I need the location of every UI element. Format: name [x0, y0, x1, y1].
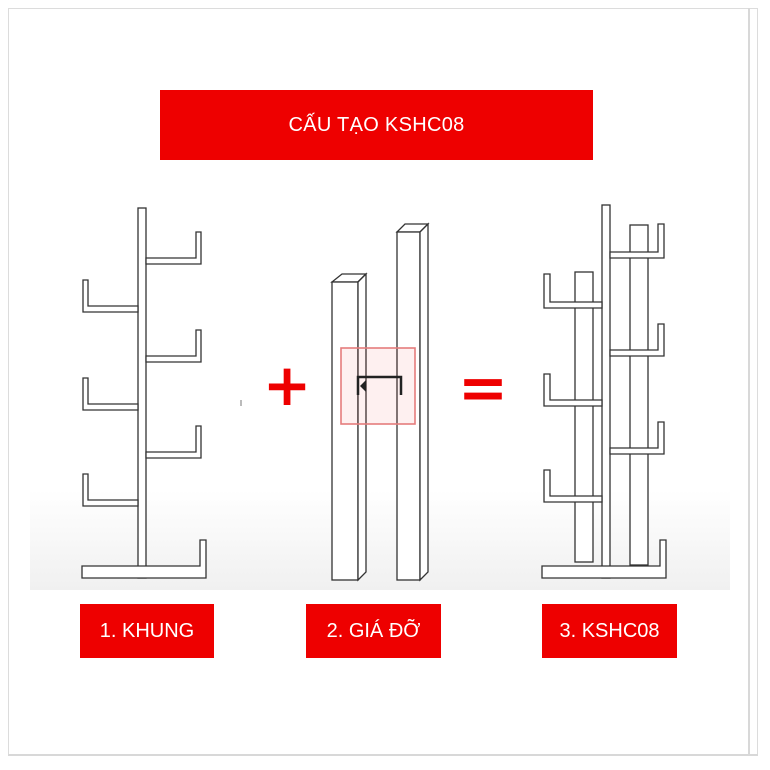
- assembled-shelf-drawing: [541, 204, 667, 579]
- step-1-label-box: 1. KHUNG: [80, 604, 214, 658]
- stray-mark: [240, 400, 242, 406]
- frame-edge-right: [748, 8, 750, 756]
- step-2-label: 2. GIÁ ĐỠ: [326, 619, 421, 642]
- step-2-label-box: 2. GIÁ ĐỠ: [306, 604, 441, 658]
- frame-shelf-left-1: [82, 279, 139, 313]
- support-drawing: [330, 222, 430, 582]
- frame-edge-bottom: [8, 754, 758, 756]
- title-text: CẤU TẠO KSHC08: [288, 113, 465, 136]
- frame-shelf-right-2: [145, 329, 202, 363]
- plus-sign: +: [263, 351, 312, 419]
- step-3-label-box: 3. KSHC08: [542, 604, 677, 658]
- arrow-marker-icon: [360, 380, 366, 392]
- title-banner: CẤU TẠO KSHC08: [160, 90, 593, 160]
- step-3-label: 3. KSHC08: [559, 619, 660, 642]
- frame-shelf-right-3: [145, 425, 202, 459]
- detail-highlight: [340, 347, 416, 425]
- equals-sign: =: [458, 353, 508, 423]
- step-1-label: 1. KHUNG: [99, 619, 195, 642]
- frame-shelf-right-1: [145, 231, 202, 265]
- frame-shelf-left-3: [82, 473, 139, 507]
- frame-drawing: [81, 207, 207, 579]
- frame-shelf-left-2: [82, 377, 139, 411]
- frame-base: [81, 539, 207, 579]
